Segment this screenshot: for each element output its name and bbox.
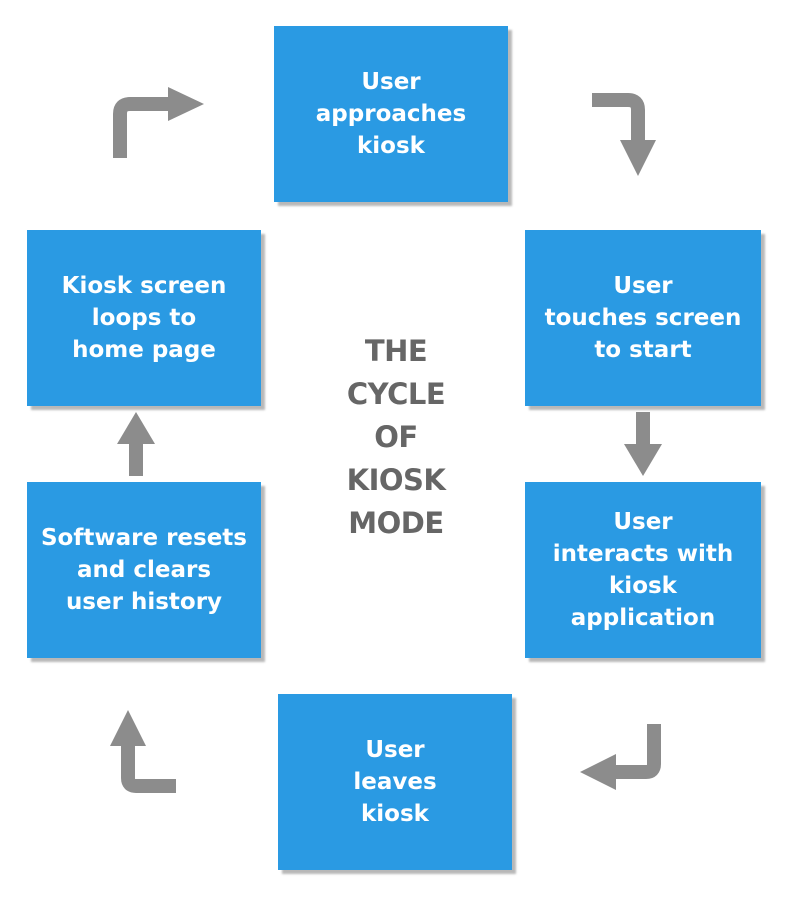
arrow-down-icon [624,412,662,476]
step-user-interacts: User interacts with kiosk application [525,482,761,658]
arrow-down-left-icon [580,724,661,790]
step-user-approaches-kiosk: User approaches kiosk [274,26,508,202]
step-label: User interacts with kiosk application [552,509,734,631]
step-label: Software resets and clears user history [40,525,247,615]
arrow-left-up-icon [110,710,176,793]
step-label: User leaves kiosk [353,737,437,827]
step-user-leaves-kiosk: User leaves kiosk [278,694,512,870]
step-label: User approaches kiosk [315,69,467,159]
step-kiosk-loops-home: Kiosk screen loops to home page [27,230,261,406]
step-label: User touches screen to start [544,273,742,363]
step-software-resets: Software resets and clears user history [27,482,261,658]
arrow-up-icon [117,412,155,476]
step-user-touches-screen: User touches screen to start [525,230,761,406]
arrow-right-down-icon [592,93,656,176]
diagram-title: THE CYCLE OF KIOSK MODE [346,334,446,540]
step-label: Kiosk screen loops to home page [61,273,227,363]
arrow-up-right-icon [113,87,204,158]
